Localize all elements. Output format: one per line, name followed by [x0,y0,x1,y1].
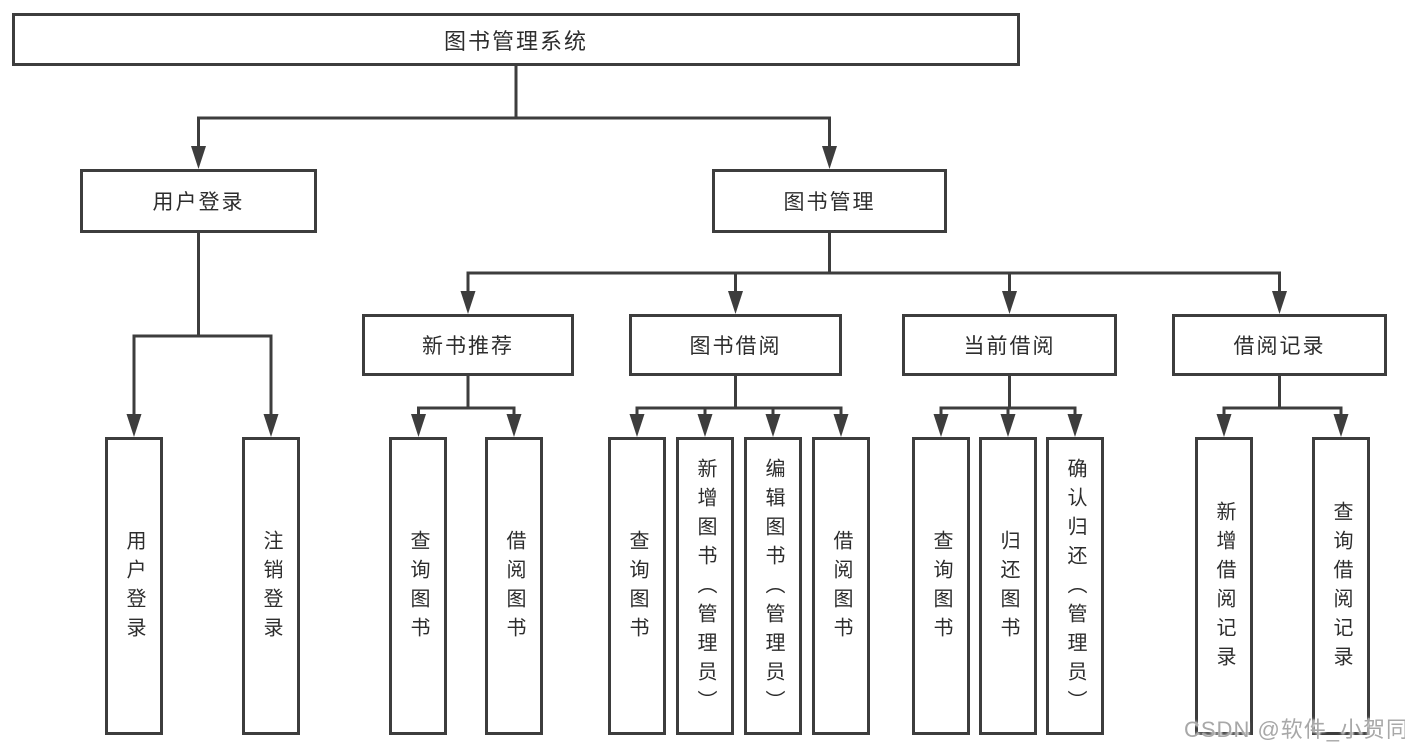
connector-new-book-recommend-children [411,374,522,437]
node-leaf-add-books-admin: 新增图书（管理员） [676,437,734,735]
connector-user-login-children [126,231,279,437]
connector-book-borrow-children [629,374,849,437]
node-leaf-borrow-books: 借阅图书 [812,437,870,735]
node-book-borrow: 图书借阅 [629,314,842,376]
connector-book-management-children [460,231,1287,314]
node-leaf-return-books: 归还图书 [979,437,1037,735]
node-leaf-add-borrow-record: 新增借阅记录 [1195,437,1253,735]
node-leaf-query-books-borrow: 查询图书 [608,437,666,735]
connector-borrow-records-children [1216,374,1349,437]
node-borrow-records: 借阅记录 [1172,314,1387,376]
node-new-book-recommend: 新书推荐 [362,314,574,376]
node-library-system: 图书管理系统 [12,13,1020,66]
node-user-login: 用户登录 [80,169,317,233]
node-book-management: 图书管理 [712,169,947,233]
node-leaf-user-login: 用户登录 [105,437,163,735]
node-leaf-query-books-current: 查询图书 [912,437,970,735]
node-current-borrow: 当前借阅 [902,314,1117,376]
node-leaf-edit-books-admin: 编辑图书（管理员） [744,437,802,735]
node-leaf-borrow-books-recommend: 借阅图书 [485,437,543,735]
connector-current-borrow-children [933,374,1083,437]
node-leaf-query-borrow-record: 查询借阅记录 [1312,437,1370,735]
node-leaf-logout: 注销登录 [242,437,300,735]
csdn-watermark: CSDN @软件_小贺同学 [1184,717,1405,742]
node-leaf-query-books-recommend: 查询图书 [389,437,447,735]
node-leaf-confirm-return-admin: 确认归还（管理员） [1046,437,1104,735]
connector-root-to-level2 [191,64,837,169]
